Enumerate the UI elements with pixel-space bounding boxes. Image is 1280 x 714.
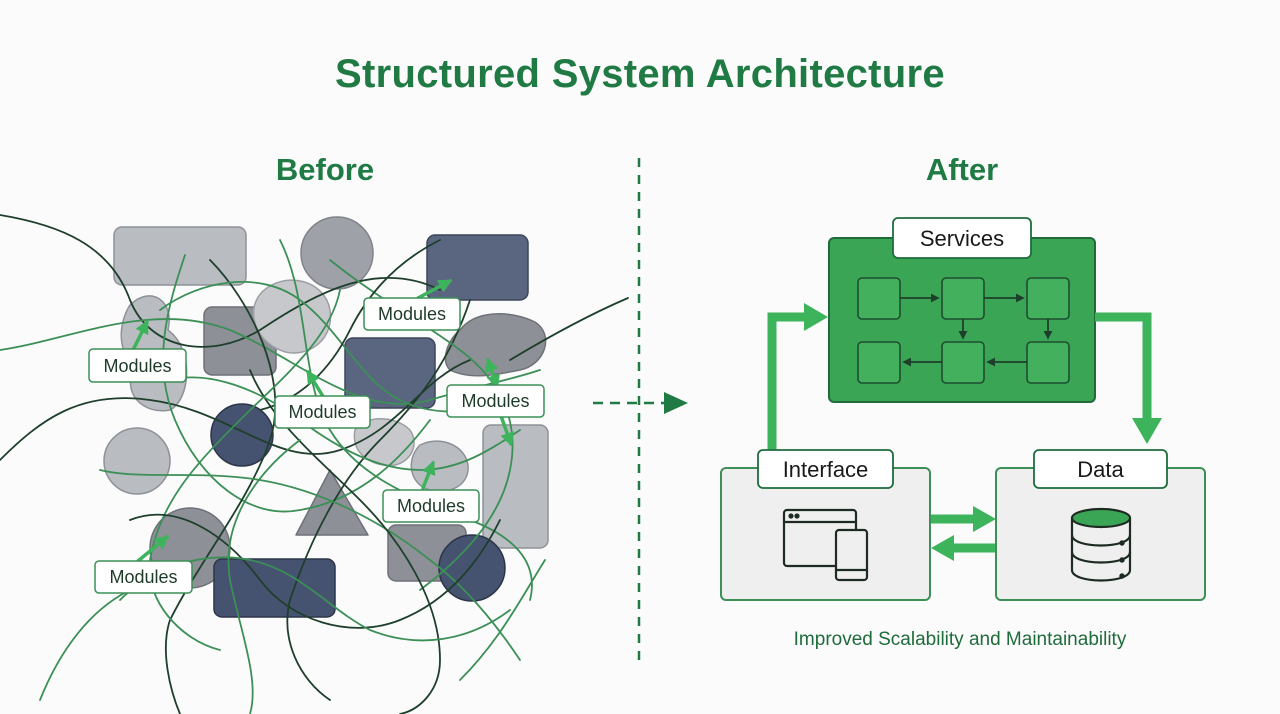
module-tag: Modules	[446, 384, 545, 418]
service-node	[857, 341, 901, 384]
svg-text:Modules: Modules	[461, 391, 529, 411]
service-node	[1026, 341, 1070, 384]
service-flow-arrows	[900, 293, 1053, 367]
interface-panel: Interface	[720, 449, 931, 601]
module-tag: Modules	[382, 489, 480, 523]
service-node	[941, 277, 985, 320]
data-panel: Data	[995, 449, 1206, 601]
svg-text:Modules: Modules	[103, 356, 171, 376]
module-shape	[438, 534, 506, 602]
caption: Improved Scalability and Maintainability	[793, 629, 1127, 650]
services-label: Services	[920, 226, 1004, 251]
module-shape	[213, 558, 336, 618]
module-shape	[300, 216, 374, 290]
transition-arrow	[593, 392, 688, 414]
flow-arrows	[767, 312, 1152, 553]
flow-arrowheads	[804, 303, 1162, 561]
svg-text:Modules: Modules	[397, 496, 465, 516]
diagram-title: Structured System Architecture	[335, 52, 945, 96]
before-heading: Before	[275, 152, 375, 187]
tangled-connectors	[0, 214, 629, 714]
before-tangle: Modules Modules Modules Modules Modules …	[0, 214, 629, 714]
svg-text:Modules: Modules	[288, 402, 356, 422]
service-node	[941, 341, 985, 384]
data-label: Data	[1077, 457, 1124, 482]
module-shape	[103, 427, 171, 495]
module-tag: Modules	[363, 297, 461, 331]
module-shape	[113, 226, 247, 286]
service-node	[1026, 277, 1070, 320]
module-tags: Modules Modules Modules Modules Modules …	[88, 297, 545, 594]
module-shape	[210, 403, 274, 467]
module-tag: Modules	[274, 395, 371, 429]
svg-text:Modules: Modules	[378, 304, 446, 324]
services-panel: Services	[828, 217, 1096, 403]
module-tag: Modules	[88, 348, 187, 383]
devices-icon	[782, 508, 869, 582]
database-icon	[1070, 507, 1132, 582]
module-tag: Modules	[94, 560, 193, 594]
module-shape	[426, 234, 529, 301]
service-node	[857, 277, 901, 320]
module-shape	[410, 440, 469, 492]
module-arrows	[131, 279, 514, 563]
svg-text:Modules: Modules	[109, 567, 177, 587]
after-heading: After	[925, 152, 999, 187]
interface-label: Interface	[783, 457, 869, 482]
